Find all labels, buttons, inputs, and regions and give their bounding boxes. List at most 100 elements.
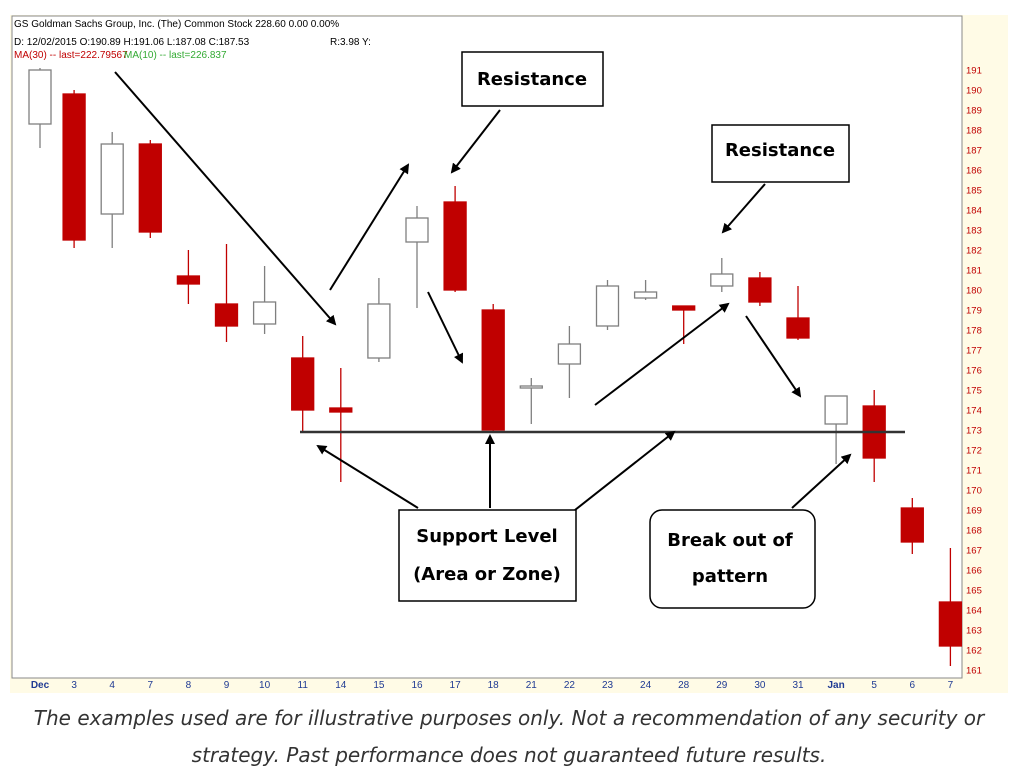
candle-body — [176, 275, 201, 285]
date-tick-label: 6 — [910, 680, 916, 691]
candle — [252, 266, 277, 334]
arrow-support-left — [316, 444, 419, 509]
arrow-drop-to-support — [427, 291, 464, 364]
candle-body — [900, 507, 924, 543]
svg-text:Resistance: Resistance — [477, 69, 587, 90]
svg-text:Support Level: Support Level — [416, 526, 557, 547]
date-tick-label: 31 — [792, 680, 804, 691]
arrow-breakout — [791, 453, 852, 509]
date-tick-label: 4 — [109, 680, 115, 691]
candle-body — [672, 305, 696, 311]
date-tick-label: 5 — [871, 680, 877, 691]
candle-body — [748, 277, 772, 303]
candle-body — [519, 385, 543, 389]
date-tick-label: 3 — [71, 680, 77, 691]
svg-text:pattern: pattern — [692, 566, 768, 587]
candle-body — [786, 317, 810, 339]
candle — [214, 244, 239, 342]
price-tick-label: 164 — [966, 606, 982, 617]
price-tick-label: 167 — [966, 546, 982, 557]
candle-body — [214, 303, 239, 327]
candle-body — [62, 93, 86, 241]
price-tick-label: 187 — [966, 146, 982, 157]
candle-body — [710, 273, 734, 287]
annotation-arrows — [114, 71, 852, 511]
candle-body — [367, 303, 391, 359]
price-tick-label: 177 — [966, 346, 982, 357]
resistance-label-1: Resistance — [461, 51, 604, 107]
resistance-label-2: Resistance — [711, 124, 850, 183]
price-tick-label: 166 — [966, 566, 982, 577]
legend-ma30: MA(30) -- last=222.79567 — [14, 50, 128, 61]
price-tick-label: 163 — [966, 626, 982, 637]
price-tick-label: 162 — [966, 646, 982, 657]
price-axis: 1611621631641651661671681691701711721731… — [966, 66, 982, 677]
legend-ma10: MA(10) -- last=226.837 — [124, 50, 227, 61]
candle — [748, 272, 772, 306]
disclaimer-caption: The examples used are for illustrative p… — [33, 706, 985, 767]
candle — [291, 336, 315, 432]
candle-body — [824, 395, 848, 425]
chart-header-range: R:3.98 Y: — [330, 37, 371, 48]
candle — [557, 326, 582, 398]
price-tick-label: 172 — [966, 446, 982, 457]
arrow-downtrend — [114, 71, 337, 326]
date-tick-label: 29 — [716, 680, 728, 691]
date-tick-label: 7 — [948, 680, 954, 691]
price-tick-label: 185 — [966, 186, 982, 197]
price-tick-label: 182 — [966, 246, 982, 257]
price-tick-label: 190 — [966, 86, 982, 97]
price-tick-label: 179 — [966, 306, 982, 317]
candle-body — [633, 291, 658, 299]
chart-header-title: GS Goldman Sachs Group, Inc. (The) Commo… — [14, 19, 339, 30]
date-tick-label: 7 — [148, 680, 154, 691]
candle — [633, 280, 658, 300]
candle — [481, 304, 505, 432]
date-tick-label: 9 — [224, 680, 230, 691]
candle — [28, 68, 52, 148]
candle-body — [291, 357, 315, 411]
date-tick-label: 11 — [298, 680, 309, 691]
candle-body — [481, 309, 505, 431]
date-tick-label: 30 — [754, 680, 766, 691]
price-tick-label: 186 — [966, 166, 982, 177]
date-tick-label: 8 — [186, 680, 192, 691]
arrow-drop-2 — [745, 315, 802, 398]
candle — [824, 395, 848, 464]
candle — [405, 206, 429, 308]
candle — [62, 90, 86, 248]
price-tick-label: 170 — [966, 486, 982, 497]
svg-text:(Area or Zone): (Area or Zone) — [413, 564, 561, 585]
price-tick-label: 189 — [966, 106, 982, 117]
price-tick-label: 173 — [966, 426, 982, 437]
candle — [138, 140, 162, 238]
arrow-bounce-up — [329, 163, 410, 291]
candle-body — [252, 301, 277, 325]
date-tick-label: 14 — [335, 680, 347, 691]
candle-body — [100, 143, 124, 215]
price-tick-label: 176 — [966, 366, 982, 377]
date-tick-label: Jan — [827, 680, 844, 691]
candle — [519, 378, 543, 424]
arrow-rise-2 — [594, 302, 730, 406]
candle — [595, 280, 620, 330]
candle-body — [443, 201, 467, 291]
date-tick-label: 16 — [411, 680, 423, 691]
candle — [786, 286, 810, 340]
candle — [710, 258, 734, 292]
price-tick-label: 174 — [966, 406, 982, 417]
date-tick-label: 10 — [259, 680, 271, 691]
date-tick-label: 15 — [373, 680, 385, 691]
arrow-resistance-2 — [721, 183, 766, 234]
price-tick-label: 180 — [966, 286, 982, 297]
price-tick-label: 188 — [966, 126, 982, 137]
date-tick-label: 21 — [526, 680, 538, 691]
price-tick-label: 161 — [966, 666, 982, 677]
price-tick-label: 184 — [966, 206, 982, 217]
price-tick-label: 168 — [966, 526, 982, 537]
candle — [329, 368, 353, 482]
candle-body — [557, 343, 582, 365]
candle — [938, 548, 963, 666]
